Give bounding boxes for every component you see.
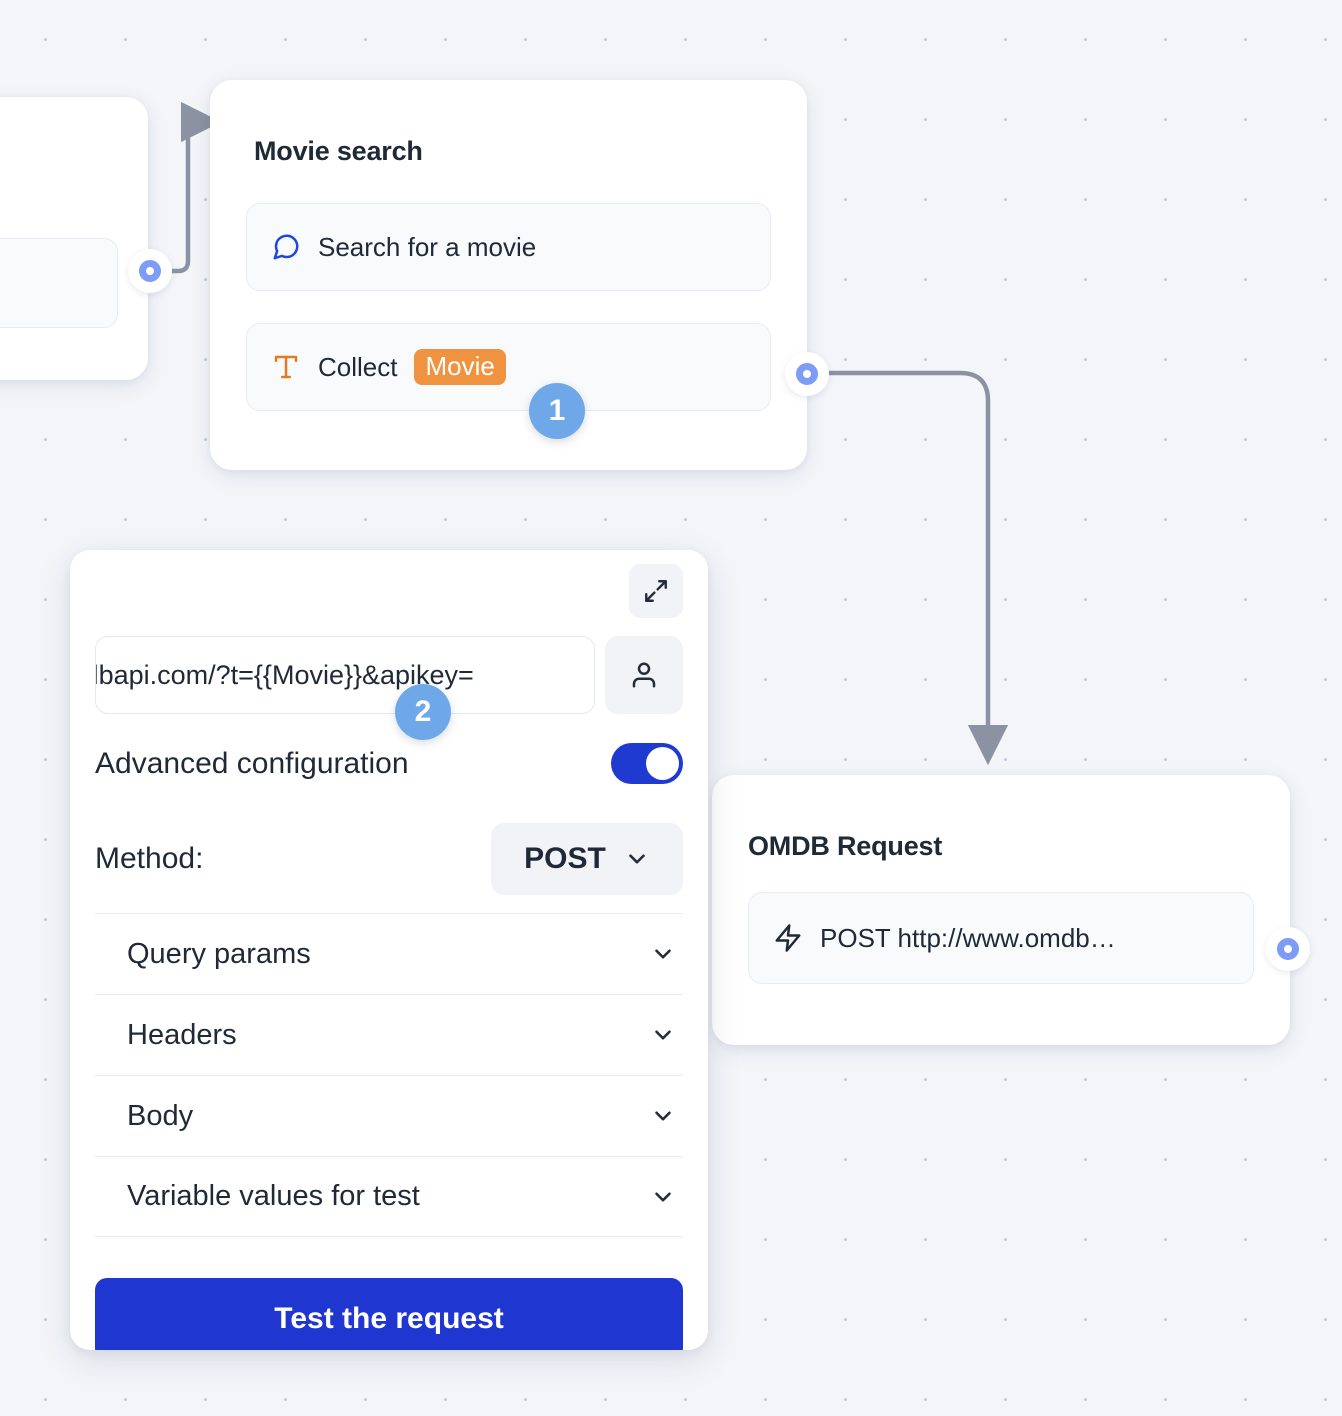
accordion-item-variable-values[interactable]: Variable values for test xyxy=(95,1156,683,1237)
port-movie-search-output[interactable] xyxy=(785,352,829,396)
node-movie-search[interactable]: Movie search Search for a movie xyxy=(210,80,807,470)
request-config-panel[interactable]: http://www.omdbapi.com/?t={{Movie}}&apik… xyxy=(70,550,708,1350)
variable-pill-movie[interactable]: Movie xyxy=(414,348,506,386)
expand-diagonal-icon[interactable] xyxy=(629,564,683,618)
accordion-item-headers[interactable]: Headers xyxy=(95,994,683,1075)
port-offscreen-output[interactable] xyxy=(128,249,172,293)
lightning-bolt-icon xyxy=(773,923,803,953)
omdb-request-row-post-label: POST http://www.omdb… xyxy=(820,922,1116,953)
url-input-value: http://www.omdbapi.com/?t={{Movie}}&apik… xyxy=(96,659,474,690)
accordion-item-query-params[interactable]: Query params xyxy=(95,913,683,994)
test-the-request-button[interactable]: Test the request xyxy=(95,1278,683,1350)
movie-search-rows: Search for a movie Collect Movie xyxy=(246,203,771,411)
chat-bubble-icon xyxy=(271,232,301,262)
movie-search-title: Movie search xyxy=(254,136,423,166)
accordion-label-body: Body xyxy=(127,1099,194,1132)
accordion-label-variable-values: Variable values for test xyxy=(127,1180,420,1212)
omdb-request-row-post[interactable]: POST http://www.omdb… xyxy=(748,892,1254,984)
edge-movie-search-to-omdb xyxy=(827,370,1009,766)
method-select[interactable]: POST xyxy=(491,823,683,895)
movie-search-row-search-label: Search for a movie xyxy=(318,231,537,262)
edge-offscreen-to-movie-search xyxy=(169,101,222,274)
advanced-configuration-row: Advanced configuration xyxy=(95,743,683,784)
accordion-item-body[interactable]: Body xyxy=(95,1075,683,1156)
port-omdb-request-output[interactable] xyxy=(1266,927,1310,971)
offscreen-node-card[interactable] xyxy=(0,97,148,380)
omdb-request-rows: POST http://www.omdb… xyxy=(748,892,1254,984)
method-select-value: POST xyxy=(524,842,606,875)
advanced-configuration-label: Advanced configuration xyxy=(95,746,409,780)
method-row: Method: POST xyxy=(95,823,683,895)
chevron-down-icon xyxy=(650,1184,676,1210)
chevron-down-icon xyxy=(650,1022,676,1048)
movie-search-row-collect[interactable]: Collect Movie xyxy=(246,323,771,411)
url-row: http://www.omdbapi.com/?t={{Movie}}&apik… xyxy=(95,636,683,714)
step-badge-2: 2 xyxy=(395,684,451,740)
method-label: Method: xyxy=(95,842,204,875)
chevron-down-icon xyxy=(650,1103,676,1129)
text-type-icon xyxy=(271,352,301,382)
url-input[interactable]: http://www.omdbapi.com/?t={{Movie}}&apik… xyxy=(95,636,595,714)
toggle-knob xyxy=(646,747,679,780)
advanced-configuration-toggle[interactable] xyxy=(611,743,683,784)
accordion-label-query-params: Query params xyxy=(127,937,311,970)
config-accordion: Query params Headers Body xyxy=(95,913,683,1237)
movie-search-row-collect-label: Collect xyxy=(318,351,398,382)
user-icon[interactable] xyxy=(605,636,683,714)
node-omdb-request[interactable]: OMDB Request POST http://www.omdb… xyxy=(712,775,1290,1045)
panel-caret xyxy=(695,925,708,955)
offscreen-node-chip xyxy=(0,238,118,328)
chevron-down-icon xyxy=(650,941,676,967)
accordion-label-headers: Headers xyxy=(127,1018,237,1051)
omdb-request-title: OMDB Request xyxy=(748,831,943,861)
chevron-down-icon xyxy=(624,846,650,872)
step-badge-1: 1 xyxy=(529,383,585,439)
movie-search-row-search[interactable]: Search for a movie xyxy=(246,203,771,291)
